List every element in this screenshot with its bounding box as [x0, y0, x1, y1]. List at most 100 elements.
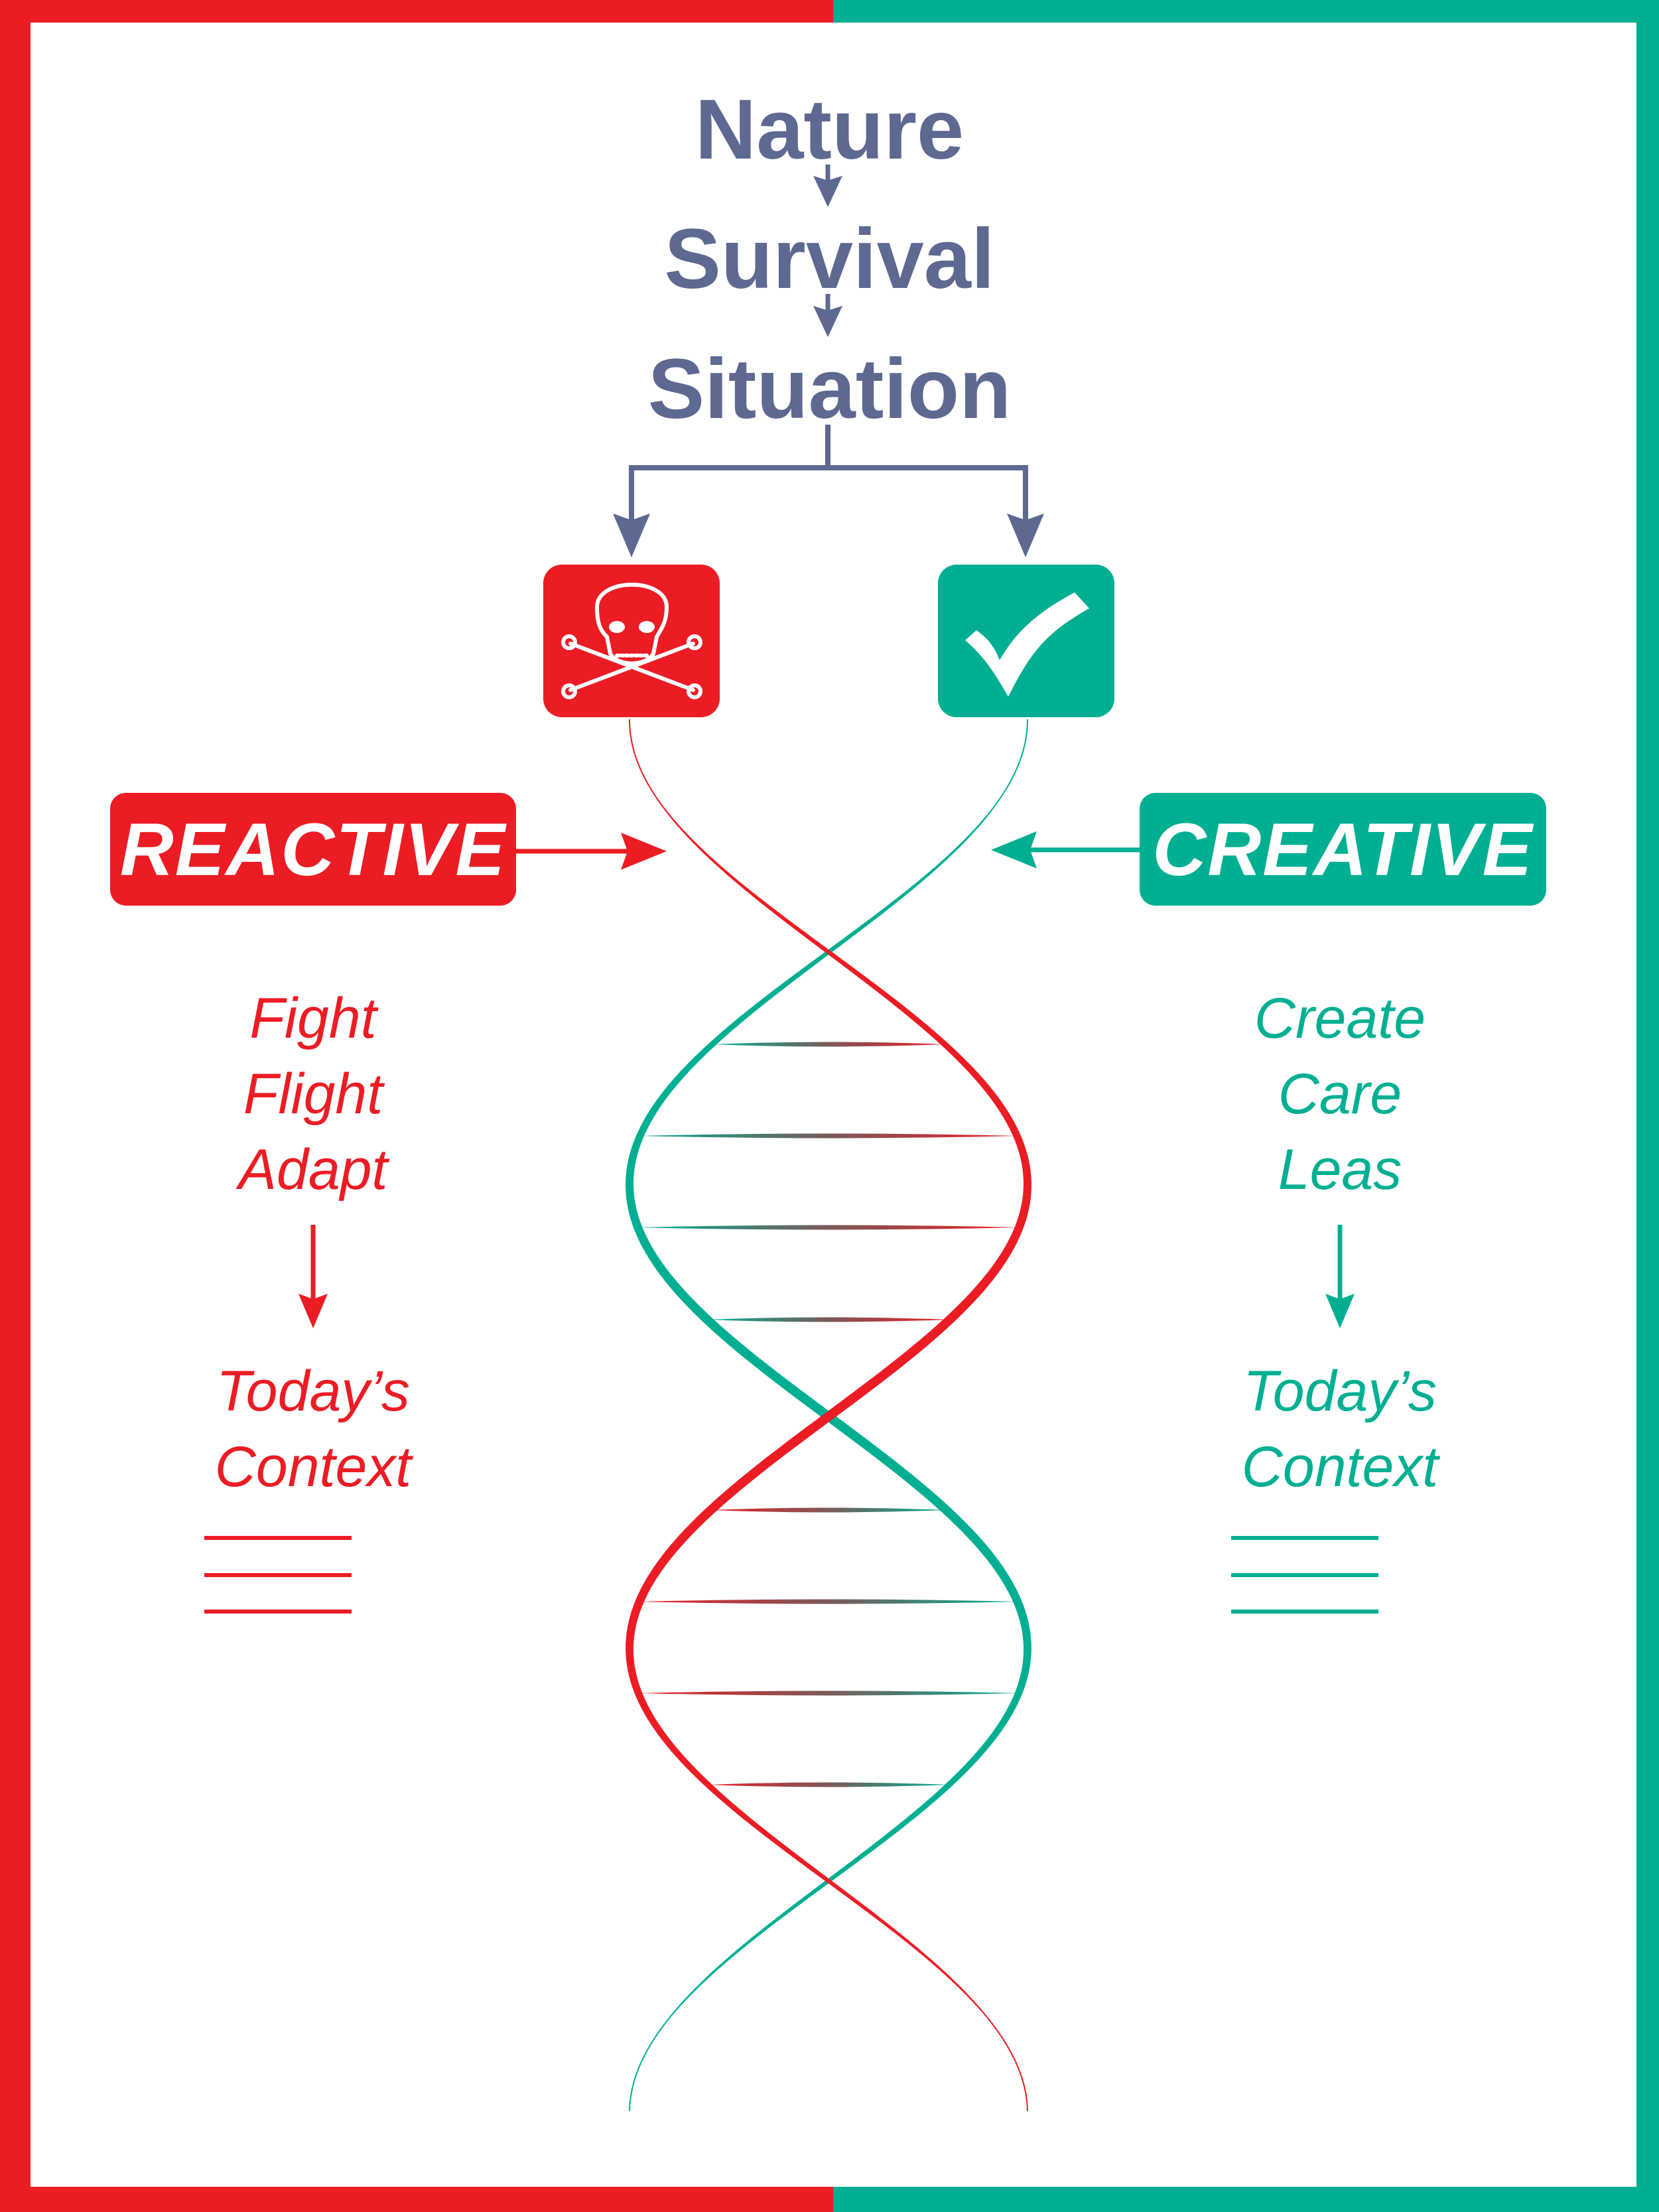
flow-nature: Nature	[695, 82, 964, 177]
dna-strand-teal	[994, 799, 1000, 805]
dna-strand-red	[1020, 2073, 1023, 2079]
dna-strand-red	[988, 2020, 994, 2026]
dna-strand-teal	[977, 819, 984, 827]
dna-strand-teal	[933, 862, 943, 870]
dna-strand-red	[631, 746, 635, 752]
dna-strand-red	[1025, 2094, 1028, 2101]
dna-strand-red	[708, 857, 718, 864]
reactive-list: Fight Flight Adapt	[81, 981, 545, 1208]
dna-strand-red	[697, 846, 706, 854]
dna-strand-red	[925, 1955, 934, 1963]
dna-strand-teal	[630, 2089, 633, 2095]
context-line: Today’s	[216, 1359, 410, 1423]
frame-top-red	[0, 0, 833, 23]
dna-strand-teal	[1008, 778, 1013, 784]
dna-strand-teal	[1018, 756, 1022, 763]
dna-strand-teal	[655, 2030, 661, 2037]
dna-strand-teal	[663, 2020, 669, 2026]
dna-strand-red	[639, 767, 643, 774]
dna-strand-teal	[675, 2003, 682, 2011]
dna-strand-red	[911, 1944, 921, 1953]
dna-strand-teal	[967, 830, 975, 838]
arrowhead-icon	[621, 833, 667, 870]
dna-rung	[637, 1225, 1020, 1230]
dna-strand-teal	[680, 1998, 687, 2006]
dna-strand-red	[992, 2025, 998, 2032]
dna-rung	[712, 1042, 945, 1047]
frame-left-red	[0, 0, 31, 2212]
dna-strand-teal	[637, 2062, 642, 2069]
dna-strand-red	[931, 1961, 940, 1969]
arrowhead-icon	[299, 1294, 328, 1328]
dna-strand-teal	[700, 1976, 708, 1984]
dna-strand-red	[918, 1950, 927, 1958]
dna-strand-red	[657, 799, 663, 805]
list-item: Create	[1254, 987, 1426, 1050]
dna-strand-teal	[640, 2057, 645, 2063]
dna-strand-teal	[1020, 751, 1024, 758]
dna-strand-teal	[667, 2014, 673, 2021]
frame-right-teal	[1636, 0, 1659, 2212]
dna-strand-red	[1000, 2036, 1006, 2042]
dna-strand-teal	[723, 1955, 732, 1963]
dna-strand-red	[949, 1976, 957, 1984]
dna-strand-red	[937, 1966, 945, 1974]
skull-eye	[639, 621, 655, 633]
dna-strand-red	[682, 830, 690, 838]
dna-strand-red	[631, 740, 633, 747]
dna-strand-red	[970, 1998, 977, 2006]
dna-strand-teal	[945, 851, 954, 859]
dna-strand-teal	[712, 1966, 720, 1974]
dna-strand-teal	[1026, 730, 1028, 736]
dna-strand-teal	[695, 1982, 703, 1990]
dna-strand-red	[960, 1987, 967, 1995]
dna-strand-red	[1004, 2041, 1009, 2047]
dna-strand-teal	[634, 2073, 637, 2079]
dna-strand-red	[703, 851, 712, 859]
reactive-label: REACTIVE	[110, 793, 516, 906]
dna-strand-red	[641, 772, 646, 779]
dna-strand-red	[633, 751, 637, 758]
dna-strand-red	[1012, 2057, 1017, 2063]
creative-label-text: CREATIVE	[1152, 807, 1534, 891]
dna-helix	[626, 719, 1031, 2111]
branch-connector	[629, 425, 830, 524]
dna-strand-red	[635, 756, 639, 763]
dna-strand-teal	[717, 1961, 726, 1969]
dna-strand-teal	[635, 2067, 639, 2074]
skull-eye	[609, 621, 625, 633]
branch-connector	[828, 465, 1028, 524]
dna-strand-teal	[742, 1939, 752, 1948]
arrowhead-icon	[813, 176, 842, 207]
context-line: Context	[214, 1435, 412, 1499]
dna-strand-red	[1023, 2083, 1026, 2090]
dna-strand-red	[1018, 2067, 1022, 2074]
arrowhead-icon	[1007, 514, 1044, 557]
arrowhead-icon	[1325, 1294, 1355, 1328]
dna-rung	[639, 1599, 1018, 1604]
arrowhead-icon	[991, 831, 1037, 868]
dna-strand-teal	[643, 2051, 647, 2058]
dna-strand-teal	[1005, 783, 1010, 790]
dna-strand-red	[644, 778, 649, 784]
reactive-icon-box	[543, 565, 720, 717]
dna-strand-teal	[671, 2008, 677, 2016]
dna-strand-teal	[730, 1950, 739, 1958]
creative-list: Create Care Leas	[1108, 981, 1572, 1208]
dna-strand-red	[1010, 2051, 1014, 2058]
skull-crossbones-icon	[561, 583, 702, 699]
dna-strand-red	[647, 783, 652, 790]
frame-bottom-red	[0, 2187, 833, 2212]
dna-strand-teal	[998, 794, 1004, 800]
dna-strand-teal	[957, 841, 964, 849]
list-item: Flight	[243, 1062, 383, 1126]
creative-label: CREATIVE	[1140, 793, 1546, 906]
dna-strand-teal	[972, 825, 980, 833]
dna-strand-red	[693, 841, 700, 849]
dna-strand-teal	[982, 814, 988, 822]
dna-strand-teal	[1024, 740, 1026, 747]
dna-strand-red	[1026, 2099, 1028, 2106]
flow-survival: Survival	[664, 212, 995, 307]
list-item: Fight	[249, 987, 377, 1050]
dna-strand-teal	[990, 803, 996, 811]
